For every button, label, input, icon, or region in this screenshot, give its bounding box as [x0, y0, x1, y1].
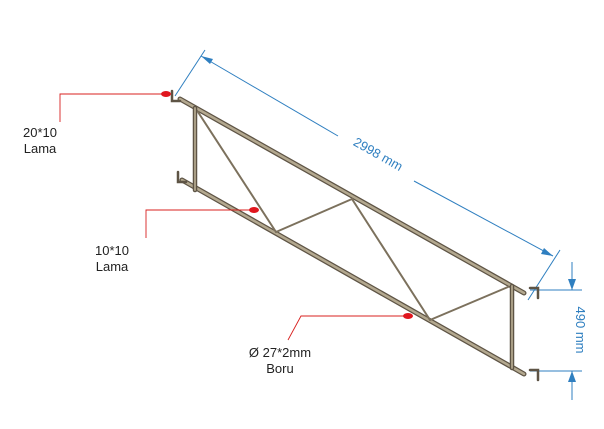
label-flat-bar-top: 20*10 Lama — [23, 125, 57, 156]
label-flat-bar-top-size: 20*10 — [23, 125, 57, 140]
length-dimension-line-b — [413, 180, 554, 257]
bottom-chord — [179, 177, 527, 377]
height-arrow-bottom — [568, 371, 576, 382]
length-extension-line-right — [527, 249, 561, 301]
length-arrow-right — [541, 248, 553, 256]
diagonal-lacing — [197, 111, 509, 321]
label-pipe: Ø 27*2mm Boru — [249, 345, 311, 376]
leader-top — [59, 91, 171, 122]
marker-pipe — [403, 313, 413, 319]
label-flat-bar-middle: 10*10 Lama — [95, 243, 129, 274]
clip-bottom-left — [176, 170, 188, 184]
label-pipe-name: Boru — [266, 361, 293, 376]
leader-middle — [145, 207, 259, 238]
label-flat-bar-middle-name: Lama — [96, 259, 129, 274]
top-chord — [177, 96, 527, 296]
truss-frame — [170, 89, 540, 382]
height-arrow-top — [568, 279, 576, 290]
clip-bottom-right — [528, 368, 540, 382]
height-dimension-text: 490 mm — [573, 307, 588, 354]
clip-top-right — [528, 286, 540, 300]
leader-pipe — [287, 313, 413, 341]
label-flat-bar-middle-size: 10*10 — [95, 243, 129, 258]
end-clips — [170, 89, 540, 382]
length-dimension-line-a — [200, 55, 339, 137]
length-arrow-left — [201, 56, 213, 64]
length-dimension: 2998 mm — [174, 49, 561, 301]
label-flat-bar-top-name: Lama — [24, 141, 57, 156]
marker-top — [161, 91, 171, 97]
clip-top-left — [170, 89, 182, 103]
label-pipe-size: Ø 27*2mm — [249, 345, 311, 360]
marker-middle — [249, 207, 259, 213]
length-dimension-text: 2998 mm — [351, 134, 406, 174]
length-extension-line-left — [174, 49, 206, 97]
